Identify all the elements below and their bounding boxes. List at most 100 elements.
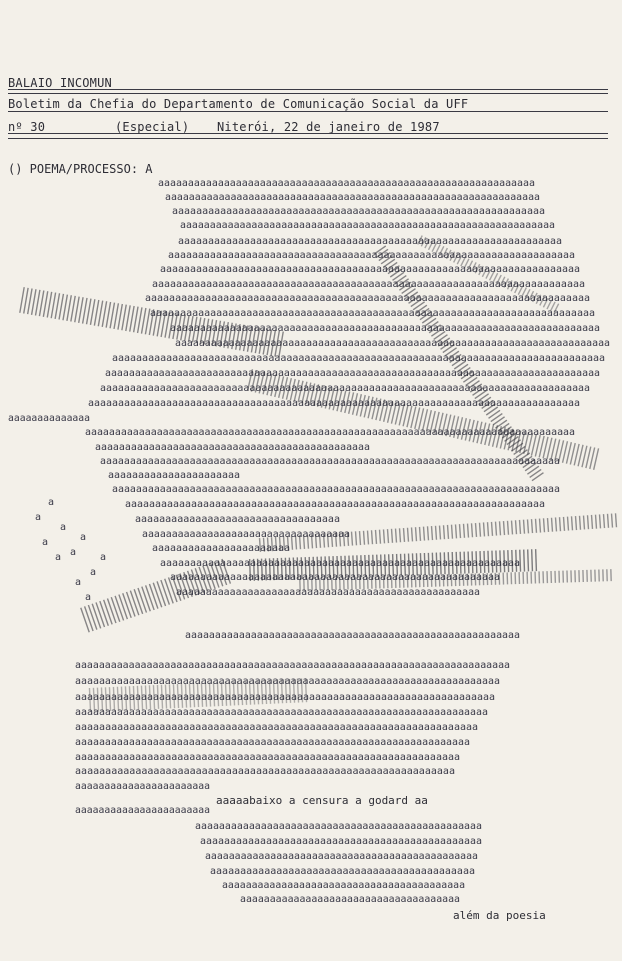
hatch-mark	[503, 427, 510, 450]
hatch-mark	[266, 329, 273, 356]
hatch-mark	[463, 551, 466, 574]
hatch-mark	[553, 303, 560, 313]
hatch-mark	[405, 291, 419, 301]
hatch-mark	[124, 686, 128, 711]
hatch-mark	[347, 392, 355, 414]
hatch-mark	[250, 370, 258, 392]
hatch-mark	[546, 517, 550, 533]
hatch-mark	[171, 575, 182, 601]
hatch-mark	[160, 579, 171, 605]
glyph-row: aaaaaaaaaaaaaaaaaaaaaaaaaaaaaaaaaaaaaaaa…	[195, 821, 482, 832]
scatter-glyph: a	[85, 592, 91, 603]
hatch-mark	[286, 536, 290, 551]
glyph-row: aaaaaaaaaaaaaa	[8, 413, 90, 424]
hatch-mark	[399, 553, 403, 576]
hatch-mark	[426, 526, 430, 541]
scatter-glyph: a	[90, 567, 96, 578]
hatch-mark	[97, 300, 104, 327]
hatch-mark	[504, 432, 517, 442]
hatch-mark	[216, 682, 220, 707]
hatch-mark	[112, 686, 116, 711]
hatch-mark	[274, 375, 281, 398]
hatch-mark	[88, 687, 92, 713]
hatch-mark	[102, 599, 113, 625]
hatch-mark	[517, 452, 531, 462]
hatch-mark	[144, 308, 151, 335]
glyph-row: aaaaaaaaaaaaaaaaaaaaaaaaaaaaaaaaaaaaaaaa…	[100, 456, 560, 467]
hatch-mark	[538, 435, 545, 458]
hatch-mark	[403, 553, 407, 576]
hatch-mark	[132, 685, 136, 711]
hatch-mark	[309, 383, 316, 406]
hatch-mark	[277, 376, 285, 398]
glyph-row: aaaaaaaaaaaaaaaaaaaaaaaaaaaaaaaaaaaaaaaa…	[75, 737, 470, 748]
hatch-mark	[430, 327, 444, 337]
hatch-mark	[276, 679, 280, 704]
hatch-mark	[190, 569, 201, 595]
glyph-row: aaaaaaaaaaaaaaaaaaaaaaaaaaaaaaaaaaaaaaaa…	[152, 279, 585, 290]
hatch-mark	[308, 556, 311, 579]
hatch-mark	[480, 422, 487, 445]
place-date: Niterói, 22 de janeiro de 1987	[217, 120, 440, 134]
hatch-mark	[487, 550, 490, 573]
hatch-mark	[359, 394, 366, 417]
hatch-mark	[264, 558, 267, 581]
hatch-mark	[419, 553, 422, 576]
hatch-mark	[274, 536, 278, 551]
hatch-mark	[514, 283, 520, 294]
hatch-mark	[445, 414, 452, 437]
hatch-mark	[372, 554, 375, 577]
hatch-mark	[304, 557, 307, 580]
hatch-mark	[109, 302, 116, 329]
hatch-mark	[320, 386, 328, 408]
hatch-mark	[491, 550, 494, 573]
glyph-row: aaaaaaaaaaaaaaaaaaaaaaaaaaaaaaaaaaaaaaaa…	[160, 558, 520, 569]
scatter-glyph: a	[75, 577, 81, 588]
hatch-mark	[152, 582, 163, 608]
hatch-mark	[101, 301, 108, 328]
hatch-mark	[425, 410, 433, 432]
hatch-mark	[546, 437, 553, 460]
hatch-mark	[358, 531, 362, 546]
hatch-mark	[215, 320, 222, 347]
hatch-mark	[366, 530, 370, 545]
hatch-mark	[486, 522, 490, 537]
hatch-mark	[176, 683, 180, 709]
hatch-mark	[444, 347, 458, 357]
hatch-mark	[268, 679, 272, 704]
hatch-mark	[520, 455, 533, 465]
hatch-mark	[442, 247, 448, 258]
issue-number: nº 30	[8, 120, 46, 134]
hatch-mark	[77, 297, 84, 324]
hatch-mark	[376, 554, 379, 577]
hatch-mark	[196, 683, 200, 708]
hatch-mark	[385, 261, 398, 272]
hatch-mark	[184, 683, 188, 708]
hatch-mark	[318, 533, 322, 548]
glyph-row: aaaaaaaaaaaaaaaaaaaaaaaaaaaaaaaaaaaaa	[240, 894, 460, 905]
hatch-mark	[228, 681, 232, 706]
hatch-mark	[542, 298, 549, 308]
hatch-mark	[129, 305, 135, 332]
scatter-glyph: a	[55, 552, 61, 563]
hatch-mark	[498, 521, 502, 536]
hatch-mark	[270, 330, 277, 356]
scatter-glyph: a	[80, 532, 86, 543]
hatch-mark	[382, 400, 390, 422]
hatch-mark	[83, 606, 94, 632]
hatch-mark	[256, 680, 260, 705]
hatch-mark	[164, 311, 171, 338]
hatch-mark	[160, 311, 167, 338]
hatch-mark	[312, 556, 315, 579]
hatch-mark	[236, 681, 240, 706]
hatch-mark	[383, 554, 387, 577]
hatch-mark	[387, 554, 391, 577]
hatch-mark	[74, 296, 80, 323]
hatch-mark	[465, 376, 478, 387]
hatch-mark	[398, 528, 402, 543]
hatch-mark	[412, 301, 426, 311]
hatch-mark	[508, 439, 522, 449]
hatch-mark	[491, 425, 499, 447]
hatch-mark	[569, 442, 576, 465]
hatch-mark	[188, 683, 192, 708]
